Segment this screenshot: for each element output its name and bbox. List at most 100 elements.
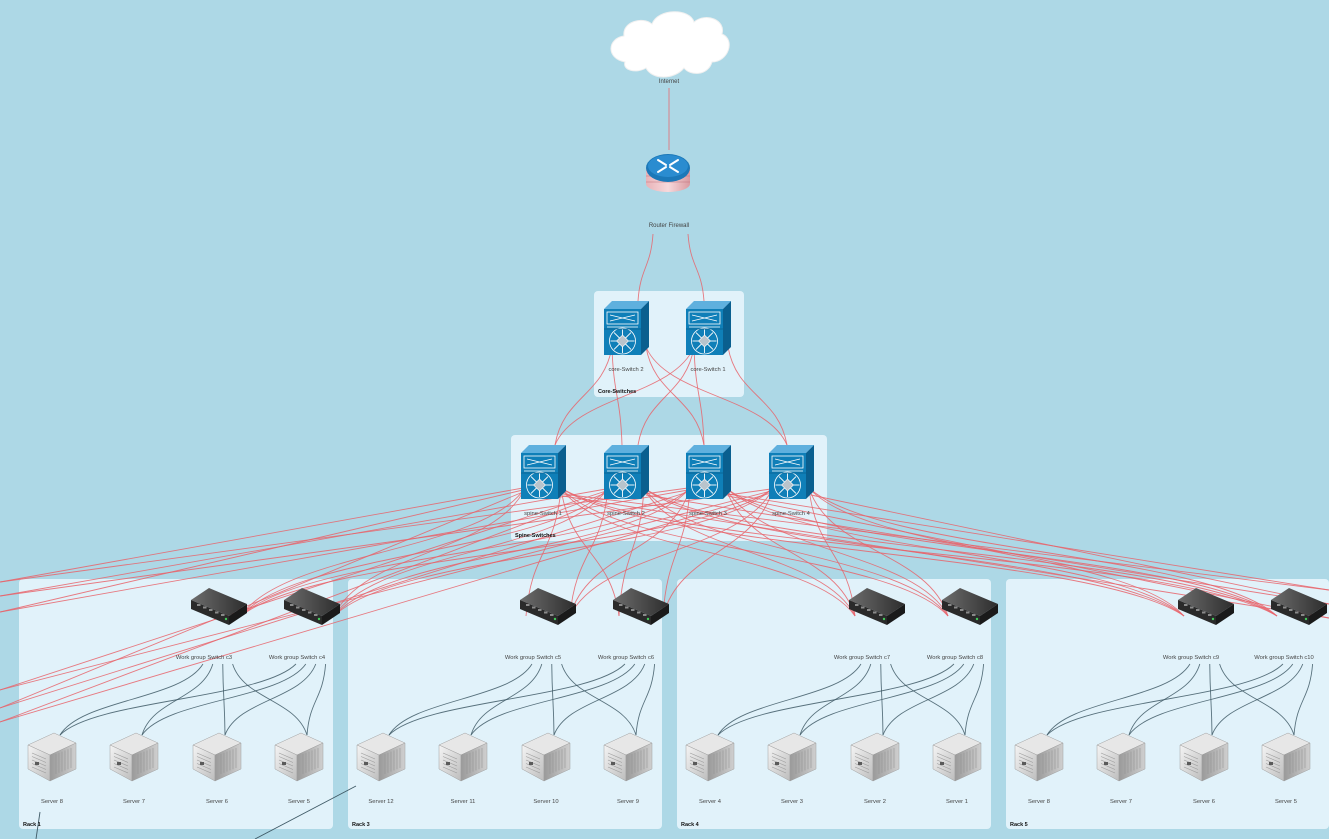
spine-workgroup-link: [333, 487, 774, 617]
trunk-link: [0, 489, 689, 613]
workgroup-switch-label: Work group Switch c9: [1163, 655, 1219, 661]
switch-layer: [191, 301, 1327, 625]
workgroup-switch-label: Work group Switch c6: [598, 655, 654, 661]
server-label: Server 6: [206, 799, 228, 805]
workgroup-server-link: [1128, 663, 1294, 736]
server-link: [35, 811, 41, 839]
server-label: Server 2: [864, 799, 886, 805]
server-label: Server 5: [1275, 799, 1297, 805]
workgroup-server-link: [388, 663, 533, 736]
workgroup-switch-icon[interactable]: [284, 588, 340, 625]
rack-4-label: Rack 4: [681, 822, 700, 828]
spine-workgroup-link: [560, 487, 856, 617]
core-spine-link: [554, 346, 613, 446]
spine-switch-icon[interactable]: [686, 445, 731, 499]
workgroup-switch-label: Work group Switch c4: [269, 655, 326, 661]
spine-workgroup-link: [569, 487, 609, 617]
server-icon[interactable]: [438, 732, 488, 782]
rack-1-group: [19, 579, 333, 829]
workgroup-switch-icon[interactable]: [942, 588, 998, 625]
core-switch-icon[interactable]: [686, 301, 731, 355]
workgroup-server-link: [964, 663, 985, 736]
spine-workgroup-link: [560, 487, 1278, 617]
router-core-link: [637, 233, 654, 302]
server-icon[interactable]: [109, 732, 159, 782]
spine-workgroup-link: [560, 487, 1185, 617]
spine-switch-icon[interactable]: [521, 445, 566, 499]
server-icon[interactable]: [1261, 732, 1311, 782]
router-core-link: [687, 233, 705, 302]
spine-workgroup-link: [808, 487, 1185, 617]
internet-label: Internet: [659, 79, 680, 85]
workgroup-server-link: [1046, 663, 1284, 736]
trunk-link: [0, 491, 689, 709]
spine-switch-label: spine-Switch 4: [772, 511, 810, 517]
workgroup-switch-icon[interactable]: [1178, 588, 1234, 625]
workgroup-server-link: [1211, 663, 1304, 736]
workgroup-server-link: [388, 663, 626, 736]
server-icon[interactable]: [27, 732, 77, 782]
server-icon[interactable]: [1014, 732, 1064, 782]
workgroup-switch-icon[interactable]: [191, 588, 247, 625]
spine-switch-icon[interactable]: [769, 445, 814, 499]
spine-switches-group-label: Spine-Switches: [515, 533, 556, 539]
core-switch-icon[interactable]: [604, 301, 649, 355]
server-label: Server 12: [368, 799, 393, 805]
server-label: Server 9: [617, 799, 639, 805]
trunk-link: [0, 487, 689, 583]
spine-workgroup-link: [662, 487, 691, 617]
server-icon[interactable]: [192, 732, 242, 782]
rack-5-group: [1006, 579, 1329, 829]
server-label: Server 8: [41, 799, 63, 805]
server-label: Server 1: [946, 799, 968, 805]
workgroup-server-link: [1293, 663, 1314, 736]
core-switches-group-label: Core-Switches: [598, 389, 636, 395]
server-label: Server 7: [1110, 799, 1132, 805]
workgroup-server-link: [717, 663, 955, 736]
server-icon[interactable]: [1096, 732, 1146, 782]
workgroup-switch-icon[interactable]: [613, 588, 669, 625]
server-label: Server 3: [781, 799, 803, 805]
server-icon[interactable]: [685, 732, 735, 782]
server-label: Server 6: [1193, 799, 1215, 805]
workgroup-switch-icon[interactable]: [849, 588, 905, 625]
spine-switch-label: spine-Switch 2: [607, 511, 645, 517]
trunk-link: [0, 489, 524, 613]
server-label: Server 11: [451, 799, 476, 805]
server-icon[interactable]: [521, 732, 571, 782]
server-icon[interactable]: [850, 732, 900, 782]
server-icon[interactable]: [603, 732, 653, 782]
workgroup-switch-icon[interactable]: [1271, 588, 1327, 625]
core-switch-label: core-Switch 2: [608, 367, 643, 373]
server-icon[interactable]: [1179, 732, 1229, 782]
server-icon[interactable]: [356, 732, 406, 782]
workgroup-switch-label: Work group Switch c10: [1254, 655, 1314, 661]
server-icon[interactable]: [767, 732, 817, 782]
trunk-link: [0, 487, 524, 583]
trunk-link: [0, 488, 607, 597]
server-icon[interactable]: [932, 732, 982, 782]
workgroup-server-link: [306, 663, 327, 736]
spine-workgroup-link: [643, 487, 856, 617]
workgroup-server-link: [470, 663, 636, 736]
workgroup-switch-label: Work group Switch c8: [927, 655, 983, 661]
core-spine-link: [727, 346, 788, 446]
router-firewall-icon[interactable]: [646, 154, 690, 192]
workgroup-server-link: [59, 663, 297, 736]
spine-workgroup-link: [662, 487, 774, 617]
workgroup-switch-icon[interactable]: [520, 588, 576, 625]
spine-switch-icon[interactable]: [604, 445, 649, 499]
server-links: [35, 663, 1314, 839]
server-label: Server 8: [1028, 799, 1050, 805]
server-icon[interactable]: [274, 732, 324, 782]
workgroup-server-link: [635, 663, 656, 736]
core-spine-link: [611, 346, 623, 446]
rack-3-label: Rack 3: [352, 822, 370, 828]
internet-cloud-icon[interactable]: [610, 11, 730, 78]
server-label: Server 5: [288, 799, 310, 805]
spine-workgroup-link: [240, 487, 691, 617]
workgroup-server-link: [717, 663, 862, 736]
spine-workgroup-link: [725, 487, 856, 617]
